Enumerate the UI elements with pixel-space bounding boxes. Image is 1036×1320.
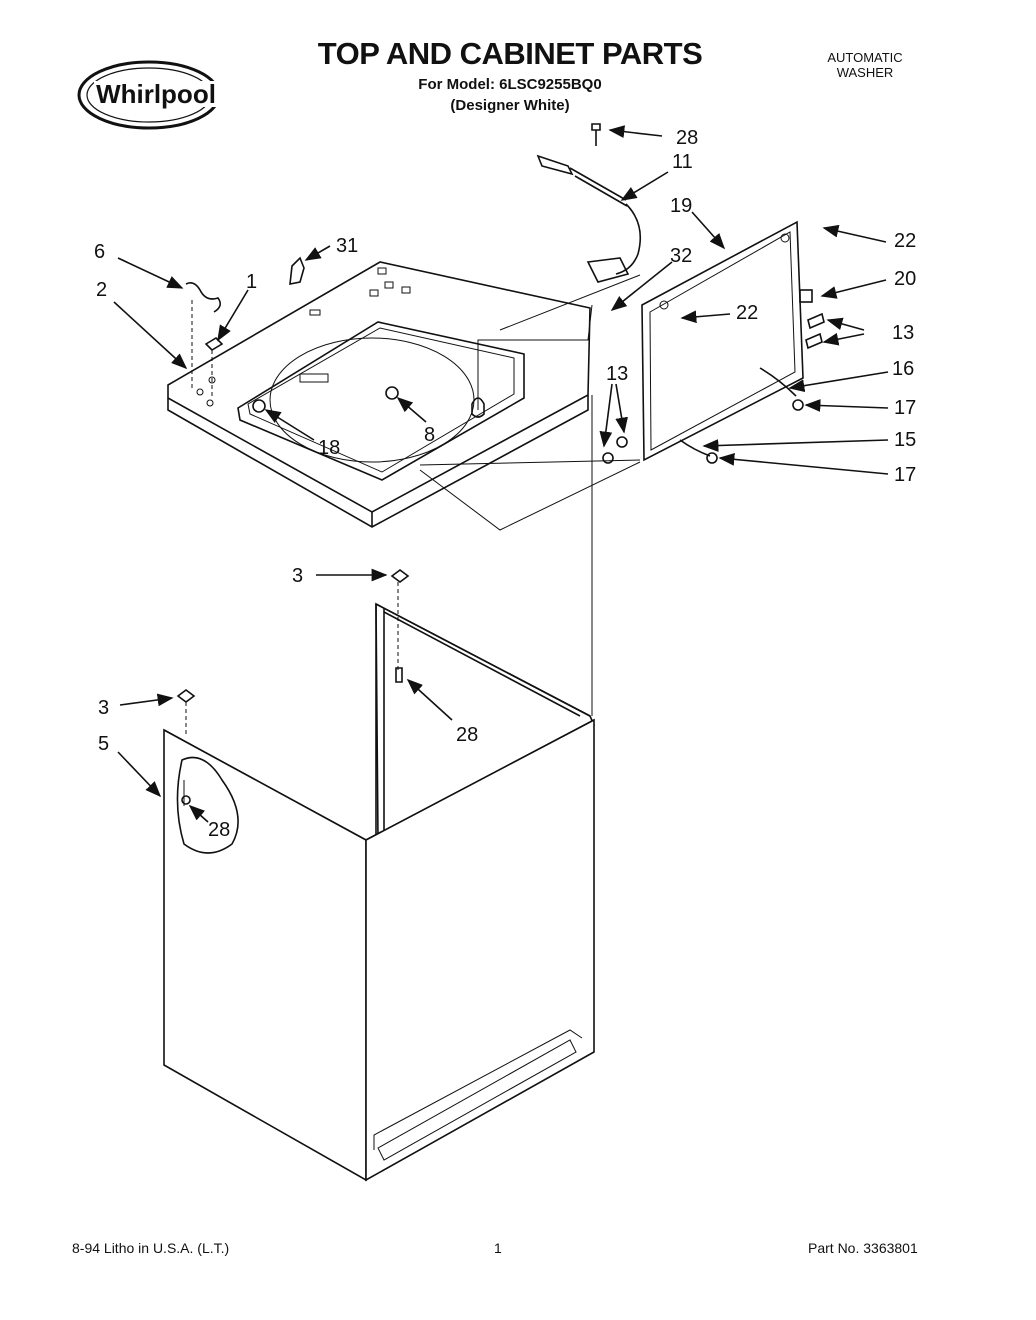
callout-32: 32 [670, 245, 692, 267]
litho-note: 8-94 Litho in U.S.A. (L.T.) [72, 1240, 230, 1256]
callout-28-mid: 28 [456, 724, 478, 746]
callout-20: 20 [894, 268, 916, 290]
callout-19: 19 [670, 195, 692, 217]
callout-18: 18 [318, 437, 340, 459]
svg-text:Whirlpool: Whirlpool [96, 79, 216, 109]
callout-13-left: 13 [606, 363, 628, 385]
whirlpool-logo: Whirlpool [77, 60, 222, 130]
callout-31: 31 [336, 235, 358, 257]
callout-28-low: 28 [208, 819, 230, 841]
callout-22-right: 22 [894, 230, 916, 252]
callout-6: 6 [94, 241, 105, 263]
callout-22-inner: 22 [736, 302, 758, 324]
variant-line: (Designer White) [450, 97, 570, 114]
leader-arrows [113, 125, 889, 823]
callout-16: 16 [892, 358, 914, 380]
callout-8: 8 [424, 424, 435, 446]
callout-28-top: 28 [676, 127, 698, 149]
product-type-line2: WASHER [836, 65, 894, 80]
callout-11: 11 [672, 151, 693, 173]
lid-assembly [602, 220, 825, 464]
callout-2: 2 [96, 279, 107, 301]
cabinet [163, 569, 596, 1182]
clip-part-31 [289, 256, 305, 285]
page-title: TOP AND CABINET PARTS [317, 36, 703, 71]
clip-part-1 [204, 336, 224, 352]
part-number: Part No. 3363801 [808, 1240, 918, 1256]
lid-switch-harness [536, 123, 642, 283]
callout-17-upper: 17 [894, 397, 916, 419]
callout-5: 5 [98, 733, 109, 755]
top-panel [167, 261, 591, 528]
callout-3-upper: 3 [292, 565, 303, 587]
model-line: For Model: 6LSC9255BQ0 [418, 76, 602, 93]
product-type-line1: AUTOMATIC [827, 50, 903, 65]
callout-17-lower: 17 [894, 464, 916, 486]
page-number: 1 [494, 1240, 502, 1256]
callout-1: 1 [246, 271, 257, 293]
callout-15: 15 [894, 429, 916, 451]
clip-part-6 [185, 282, 222, 313]
callout-3-lower: 3 [98, 697, 109, 719]
callout-13-right: 13 [892, 322, 914, 344]
